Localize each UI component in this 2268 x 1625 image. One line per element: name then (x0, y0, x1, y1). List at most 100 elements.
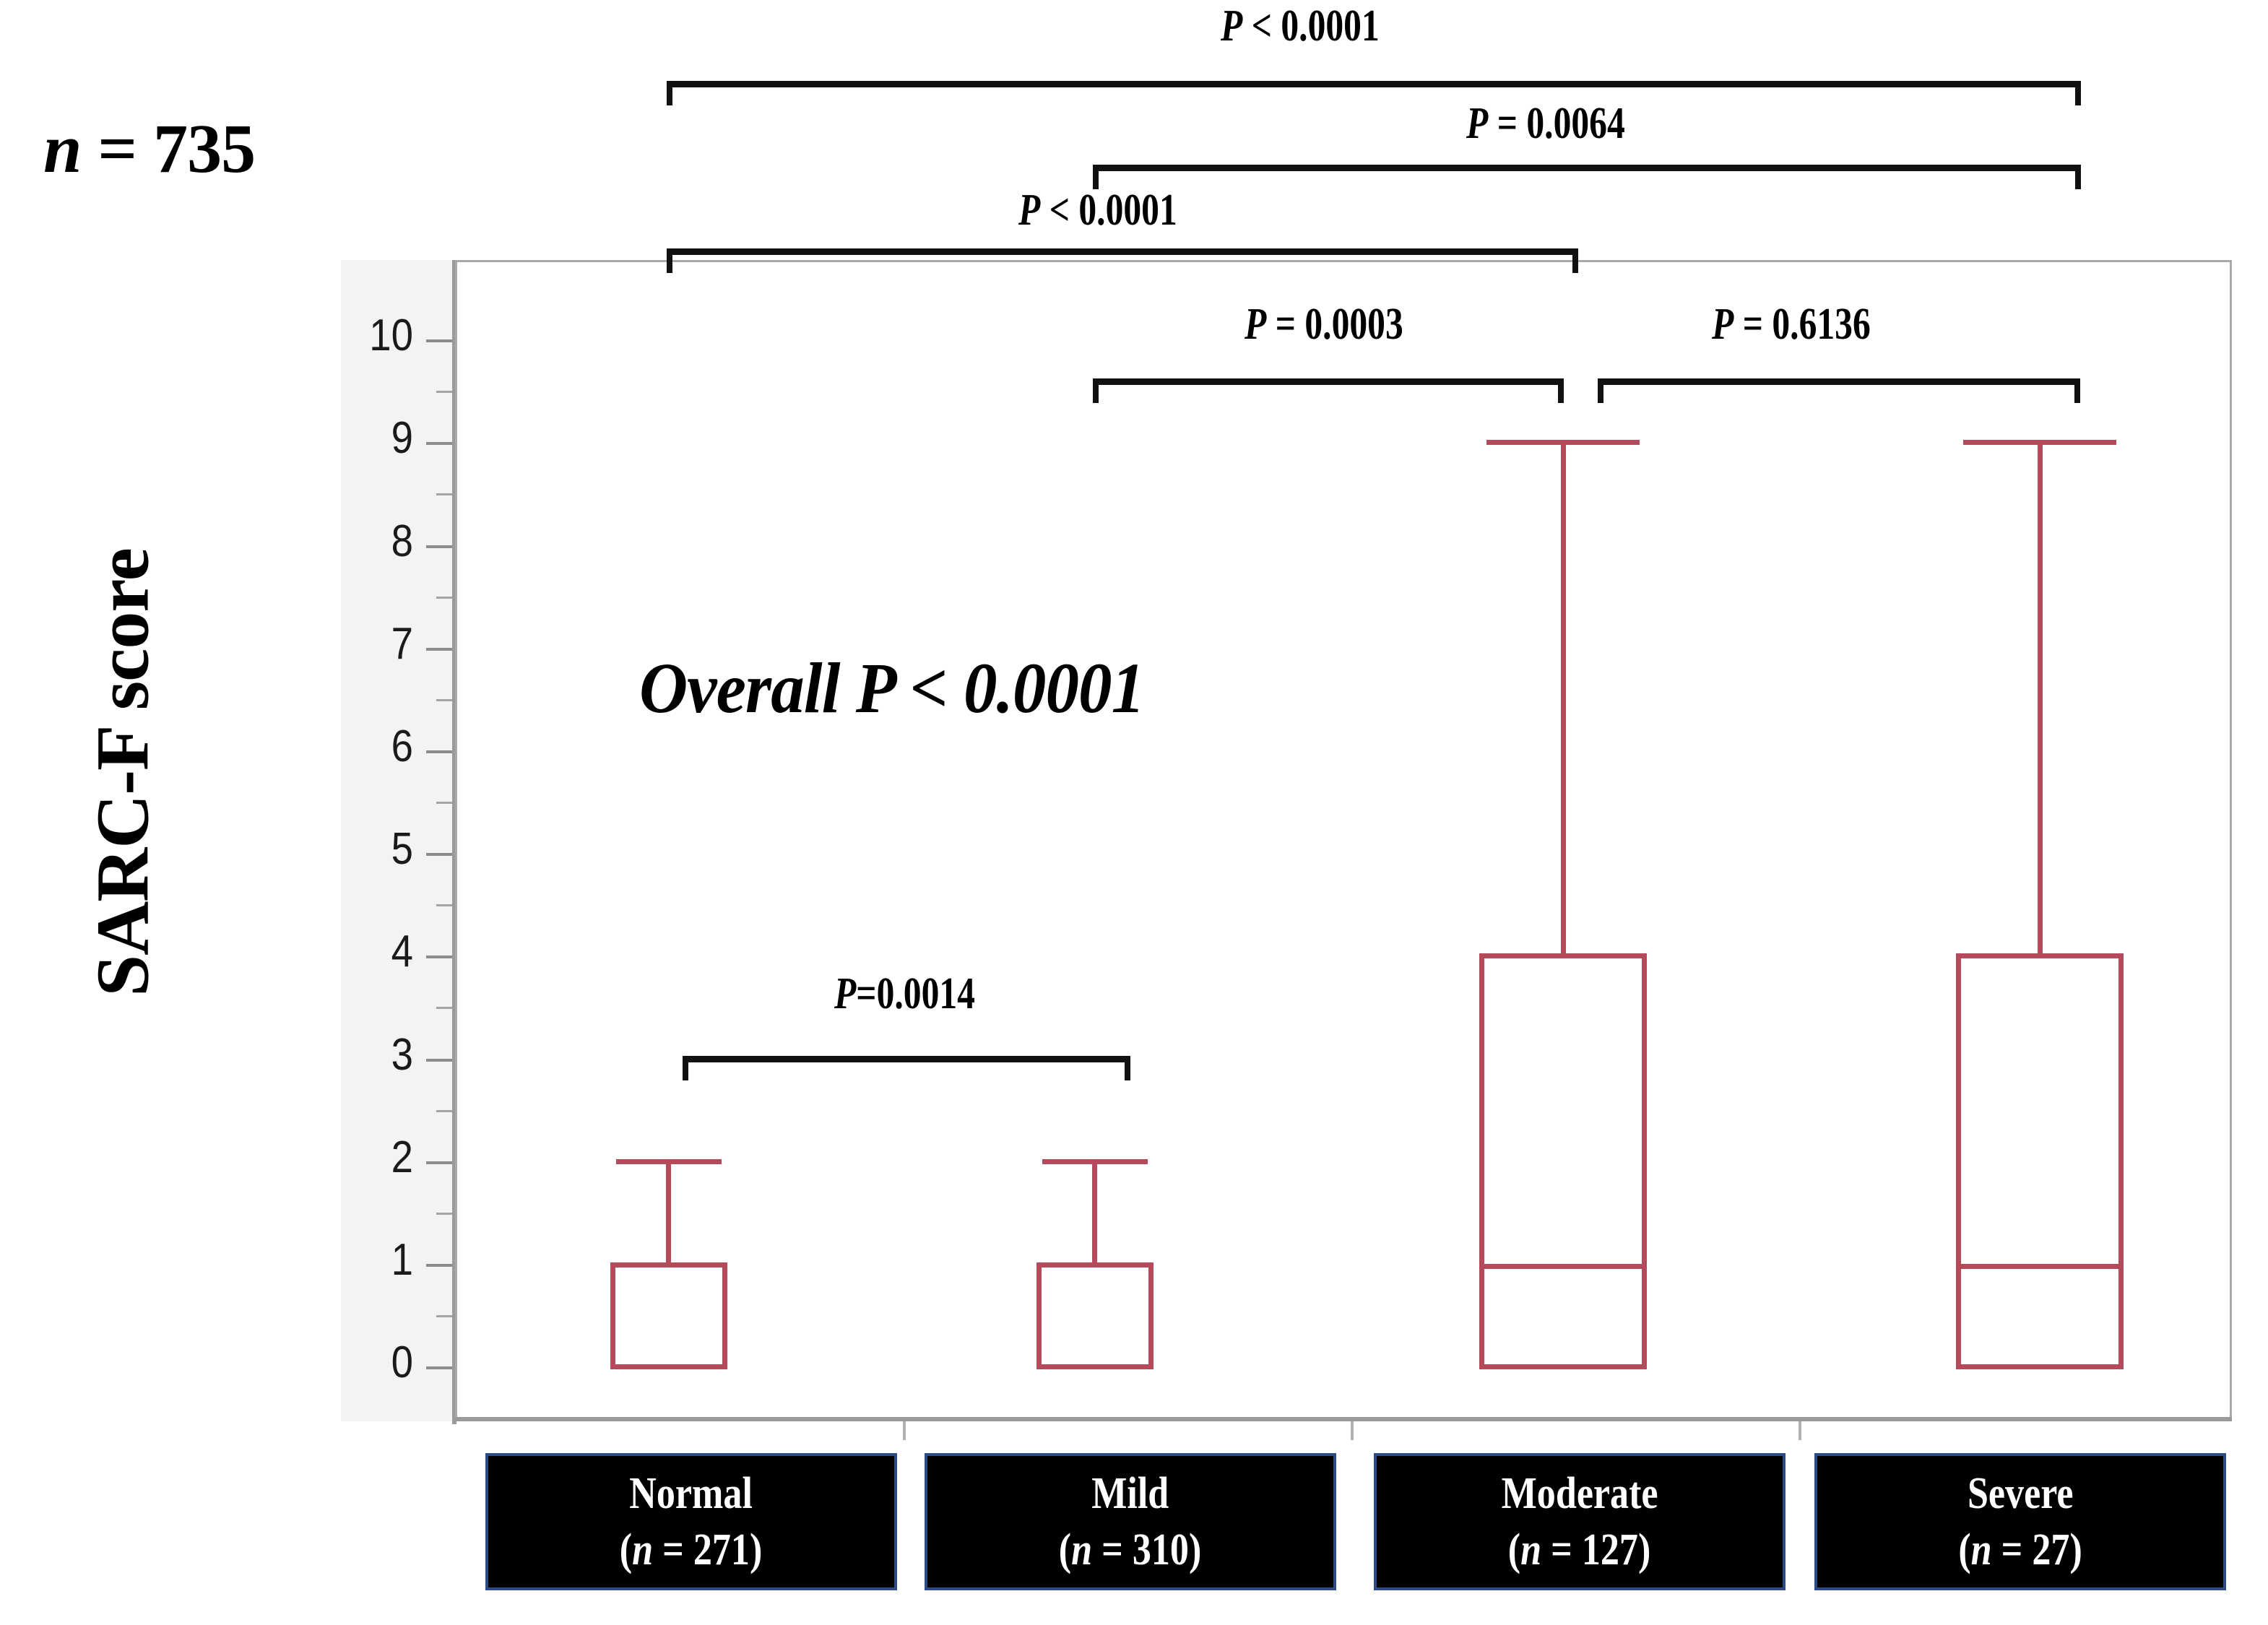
p-symbol: P (1712, 300, 1734, 349)
p-value-text: = 0.0064 (1488, 99, 1625, 148)
plot-area (455, 260, 2232, 1421)
category-label-severe[interactable]: Severe (n = 27) (1814, 1453, 2226, 1590)
y-tick-1 (426, 1264, 452, 1267)
significance-bracket-normal-severe (667, 81, 2081, 110)
y-tick-label-8: 8 (391, 516, 413, 566)
bracket-tick-right (1558, 378, 1564, 403)
total-sample-size-n: n (43, 110, 82, 187)
p-value-text: < 0.0001 (1242, 1, 1380, 51)
y-tick-7 (426, 648, 452, 651)
whisker-stem-upper-mild (1092, 1159, 1097, 1266)
y-tick-0 (426, 1366, 452, 1369)
bracket-tick-right (2075, 81, 2081, 105)
whisker-stem-upper-severe (2038, 440, 2043, 957)
x-axis-line (455, 1417, 2232, 1421)
y-tick-minor (436, 904, 452, 906)
n-value: = 310) (1092, 1525, 1202, 1574)
bracket-tick-left (667, 248, 672, 273)
y-tick-label-2: 2 (391, 1132, 413, 1182)
p-value-text: < 0.0001 (1040, 186, 1177, 235)
y-tick-label-4: 4 (391, 927, 413, 976)
x-tick (1351, 1421, 1354, 1440)
total-sample-size-value: = 735 (81, 110, 256, 187)
y-axis-title: SARC-F score (81, 548, 165, 997)
median-line-mild (1042, 1364, 1148, 1369)
n-symbol: n (632, 1525, 654, 1574)
y-tick-minor (436, 1213, 452, 1215)
median-line-normal (615, 1364, 722, 1369)
total-sample-size: n = 735 (43, 108, 256, 188)
bracket-bar (667, 81, 2081, 87)
p-value-text: = 0.0003 (1266, 300, 1403, 349)
n-symbol: n (1970, 1525, 1992, 1574)
bracket-tick-right (1572, 248, 1578, 273)
category-n-normal: (n = 271) (620, 1525, 763, 1574)
x-tick (1799, 1421, 1801, 1440)
bracket-tick-left (683, 1056, 688, 1080)
p-value-text: = 0.6136 (1734, 300, 1871, 349)
bracket-tick-left (1093, 378, 1099, 403)
category-name-mild: Mild (1091, 1469, 1169, 1518)
bracket-tick-left (667, 81, 672, 105)
significance-bracket-mild-moderate (1093, 378, 1564, 407)
y-axis-line (452, 260, 456, 1424)
p-label-normal-severe: P < 0.0001 (1221, 4, 1380, 48)
bracket-tick-right (2075, 165, 2081, 189)
whisker-stem-upper-normal (666, 1159, 671, 1266)
bracket-bar (1598, 378, 2080, 385)
y-tick-6 (426, 750, 452, 753)
p-label-normal-moderate: P < 0.0001 (1018, 188, 1177, 233)
p-symbol: P (834, 969, 857, 1018)
category-n-mild: (n = 310) (1059, 1525, 1202, 1574)
significance-bracket-moderate-severe (1598, 378, 2080, 407)
category-n-severe: (n = 27) (1958, 1525, 2082, 1574)
overall-p-value: Overall P < 0.0001 (639, 648, 1145, 728)
y-tick-label-5: 5 (391, 824, 413, 874)
y-tick-minor (436, 493, 452, 495)
significance-bracket-mild-severe (1093, 165, 2081, 194)
bracket-tick-right (2074, 378, 2080, 403)
category-label-mild[interactable]: Mild (n = 310) (925, 1453, 1336, 1590)
category-name-moderate: Moderate (1501, 1469, 1658, 1518)
y-tick-minor (436, 597, 452, 599)
p-symbol: P (1245, 300, 1267, 349)
significance-bracket-normal-moderate (667, 248, 1578, 277)
category-label-normal[interactable]: Normal (n = 271) (485, 1453, 897, 1590)
y-tick-2 (426, 1161, 452, 1164)
category-label-moderate[interactable]: Moderate (n = 127) (1374, 1453, 1786, 1590)
box-severe (1956, 953, 2124, 1369)
y-tick-minor (436, 1007, 452, 1009)
bracket-bar (1093, 378, 1564, 385)
bracket-tick-left (1093, 165, 1099, 189)
y-tick-3 (426, 1059, 452, 1062)
n-value: = 27) (1991, 1525, 2082, 1574)
p-value-text: =0.0014 (856, 969, 975, 1018)
box-normal (610, 1262, 727, 1369)
y-axis-strip (341, 260, 456, 1421)
category-name-normal: Normal (629, 1469, 753, 1518)
y-tick-label-3: 3 (391, 1030, 413, 1080)
bracket-bar (667, 248, 1578, 255)
category-n-moderate: (n = 127) (1508, 1525, 1651, 1574)
bracket-bar (683, 1056, 1130, 1062)
p-symbol: P (1466, 99, 1489, 148)
y-tick-minor (436, 1110, 452, 1112)
p-symbol: P (1018, 186, 1041, 235)
significance-bracket-normal-mild (683, 1056, 1130, 1085)
y-tick-label-1: 1 (391, 1235, 413, 1285)
y-tick-minor (436, 802, 452, 804)
y-tick-label-0: 0 (391, 1338, 413, 1387)
y-tick-label-10: 10 (369, 311, 413, 360)
y-tick-5 (426, 853, 452, 856)
y-tick-label-9: 9 (391, 413, 413, 463)
category-name-severe: Severe (1967, 1469, 2074, 1518)
bracket-tick-left (1598, 378, 1603, 403)
y-tick-4 (426, 956, 452, 958)
median-line-severe (1961, 1264, 2118, 1269)
p-label-mild-moderate: P = 0.0003 (1245, 302, 1403, 347)
y-tick-minor (436, 1315, 452, 1317)
p-label-moderate-severe: P = 0.6136 (1712, 302, 1871, 347)
x-tick (903, 1421, 906, 1440)
y-tick-10 (426, 339, 452, 342)
